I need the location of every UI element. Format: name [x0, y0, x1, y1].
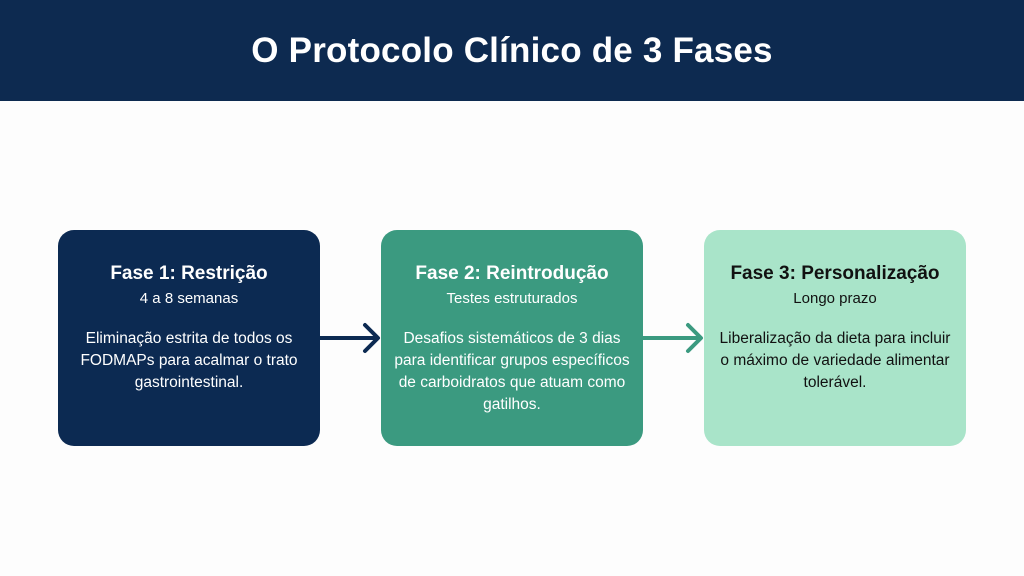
phase-description: Liberalização da dieta para incluir o má…	[719, 330, 951, 391]
phase-card-1: Fase 1: Restrição 4 a 8 semanas Eliminaç…	[58, 230, 320, 446]
phase-card-2: Fase 2: Reintrodução Testes estruturados…	[381, 230, 643, 446]
arrow-right-icon	[319, 323, 380, 353]
phase-subtitle: Longo prazo	[793, 290, 877, 307]
phase-title: Fase 2: Reintrodução	[415, 263, 609, 284]
phase-description: Eliminação estrita de todos os FODMAPs p…	[80, 330, 298, 391]
phase-subtitle: Testes estruturados	[446, 290, 578, 307]
header-banner: O Protocolo Clínico de 3 Fases	[0, 0, 1024, 101]
page-title: O Protocolo Clínico de 3 Fases	[251, 30, 773, 70]
phase-title: Fase 1: Restrição	[110, 263, 268, 284]
phase-subtitle: 4 a 8 semanas	[139, 290, 239, 307]
phase-description: Desafios sistemáticos de 3 dias para ide…	[394, 330, 630, 413]
phase-title: Fase 3: Personalização	[730, 263, 940, 284]
arrow-right-icon	[642, 323, 703, 353]
phase-card-3: Fase 3: Personalização Longo prazo Liber…	[704, 230, 966, 446]
